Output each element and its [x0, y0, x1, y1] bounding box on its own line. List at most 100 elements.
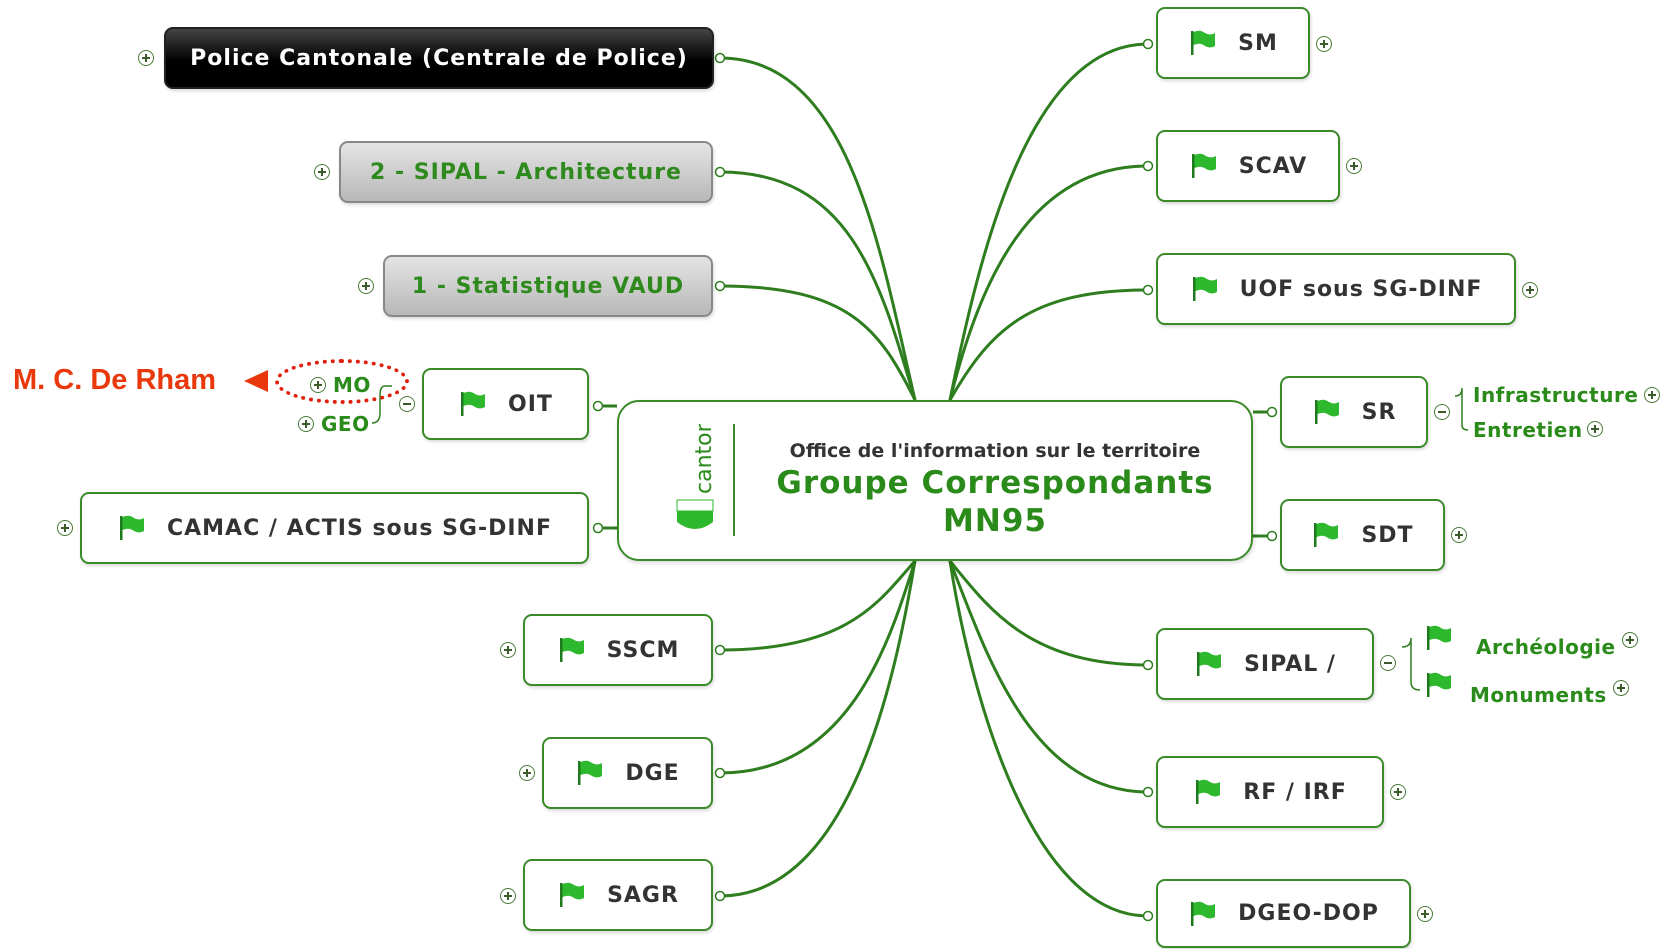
expand-uof-icon[interactable]: [1522, 282, 1538, 298]
expand-rf-icon[interactable]: [1390, 784, 1406, 800]
central-topic[interactable]: canton de vaud Office de l'information s…: [617, 400, 1253, 561]
node-label: SIPAL /: [1244, 651, 1336, 677]
green-flag-icon: [1427, 625, 1451, 650]
sub-node-infrastructure[interactable]: Infrastructure: [1473, 383, 1639, 407]
expand-sipal-archi-icon[interactable]: [314, 164, 330, 180]
central-title-line-1: Groupe Correspondants: [776, 465, 1214, 501]
sub-node-monuments[interactable]: Monuments: [1470, 683, 1607, 707]
expand-sm-icon[interactable]: [1316, 36, 1332, 52]
node-sr[interactable]: SR: [1280, 376, 1428, 448]
node-label: SDT: [1361, 522, 1414, 548]
green-flag-icon: [1197, 651, 1222, 676]
link-sscm: [719, 559, 917, 652]
node-label: SAGR: [607, 882, 679, 908]
collapse-sr-icon[interactable]: [1434, 404, 1450, 420]
link-sm: [948, 42, 1149, 401]
node-label: UOF sous SG-DINF: [1239, 276, 1483, 302]
node-label: 1 - Statistique VAUD: [411, 273, 685, 299]
expand-camac-icon[interactable]: [57, 520, 73, 536]
sr-bracket: [1454, 387, 1469, 431]
link-sipal-archi: [719, 170, 917, 401]
node-label: Police Cantonale (Centrale de Police): [190, 45, 688, 71]
expand-police-icon[interactable]: [138, 50, 154, 66]
green-flag-icon: [1191, 30, 1216, 55]
node-dgeo-dop[interactable]: DGEO-DOP: [1156, 879, 1411, 948]
node-sagr[interactable]: SAGR: [523, 859, 713, 931]
link-dge: [719, 560, 917, 775]
expand-scav-icon[interactable]: [1346, 158, 1362, 174]
node-sdt[interactable]: SDT: [1280, 499, 1445, 571]
central-title-line-2: MN95: [943, 503, 1047, 539]
link-sagr: [719, 560, 917, 898]
collapse-oit-icon[interactable]: [399, 396, 415, 412]
node-dge[interactable]: DGE: [542, 737, 713, 809]
collapse-sipal-icon[interactable]: [1380, 655, 1396, 671]
green-flag-icon: [1196, 779, 1221, 804]
link-stat-vaud: [719, 284, 917, 401]
node-label: SM: [1238, 30, 1278, 56]
node-statistique-vaud[interactable]: 1 - Statistique VAUD: [383, 255, 713, 317]
expand-sagr-icon[interactable]: [500, 888, 516, 904]
link-rf: [948, 560, 1149, 794]
node-label: 2 - SIPAL - Architecture: [370, 159, 682, 185]
expand-geo-icon[interactable]: [298, 416, 314, 432]
node-label: RF / IRF: [1243, 779, 1347, 805]
link-sipal: [948, 560, 1149, 667]
node-label: SSCM: [606, 637, 680, 663]
node-rf-irf[interactable]: RF / IRF: [1156, 756, 1384, 828]
central-subtitle: Office de l'information sur le territoir…: [789, 440, 1201, 462]
node-sm[interactable]: SM: [1156, 7, 1310, 79]
expand-archeologie-icon[interactable]: [1622, 632, 1638, 648]
node-sipal[interactable]: SIPAL /: [1156, 628, 1374, 700]
sipal-bracket: [1401, 637, 1421, 691]
node-label: DGEO-DOP: [1238, 901, 1379, 926]
expand-dge-icon[interactable]: [519, 765, 535, 781]
annotation-arrow-icon: [244, 370, 268, 392]
node-scav[interactable]: SCAV: [1156, 130, 1340, 202]
sub-node-archeologie[interactable]: Archéologie: [1476, 635, 1616, 659]
node-label: SCAV: [1238, 153, 1308, 179]
logo-text: canton de vaud: [692, 424, 717, 494]
node-uof[interactable]: UOF sous SG-DINF: [1156, 253, 1516, 325]
green-flag-icon: [1314, 399, 1339, 424]
expand-dgeo-icon[interactable]: [1417, 906, 1433, 922]
canton-vaud-logo: canton de vaud: [676, 424, 717, 529]
green-flag-icon: [119, 515, 144, 540]
green-flag-icon: [1192, 276, 1217, 301]
green-flag-icon: [461, 391, 486, 416]
annotation-highlight-ellipse: [275, 359, 409, 404]
expand-infrastructure-icon[interactable]: [1644, 387, 1660, 403]
annotation-label: M. C. De Rham: [13, 364, 217, 396]
link-scav: [948, 164, 1149, 401]
node-police-cantonale[interactable]: Police Cantonale (Centrale de Police): [164, 27, 714, 89]
node-sipal-architecture[interactable]: 2 - SIPAL - Architecture: [339, 141, 713, 203]
node-oit[interactable]: OIT: [422, 368, 589, 440]
green-flag-icon: [578, 760, 603, 785]
green-flag-icon: [1314, 522, 1339, 547]
green-flag-icon: [559, 637, 584, 662]
link-dgeo: [948, 560, 1149, 918]
node-label: DGE: [625, 760, 680, 786]
node-sscm[interactable]: SSCM: [523, 614, 713, 686]
expand-monuments-icon[interactable]: [1613, 680, 1629, 696]
link-police: [719, 56, 917, 401]
central-title: Groupe Correspondants MN95: [749, 464, 1241, 540]
sub-node-geo[interactable]: GEO: [321, 412, 370, 436]
expand-stat-vaud-icon[interactable]: [358, 278, 374, 294]
expand-entretien-icon[interactable]: [1587, 421, 1603, 437]
green-flag-icon: [560, 882, 585, 907]
logo-separator: [733, 424, 735, 536]
expand-sscm-icon[interactable]: [500, 642, 516, 658]
green-flag-icon: [1191, 153, 1216, 178]
green-flag-icon: [1191, 901, 1216, 926]
node-camac-actis[interactable]: CAMAC / ACTIS sous SG-DINF: [80, 492, 589, 564]
node-label: OIT: [508, 391, 553, 417]
node-label: CAMAC / ACTIS sous SG-DINF: [166, 515, 552, 541]
sub-node-entretien[interactable]: Entretien: [1473, 418, 1583, 442]
green-flag-icon: [1427, 672, 1451, 697]
link-uof: [948, 288, 1149, 401]
expand-sdt-icon[interactable]: [1451, 527, 1467, 543]
node-label: SR: [1361, 399, 1397, 425]
